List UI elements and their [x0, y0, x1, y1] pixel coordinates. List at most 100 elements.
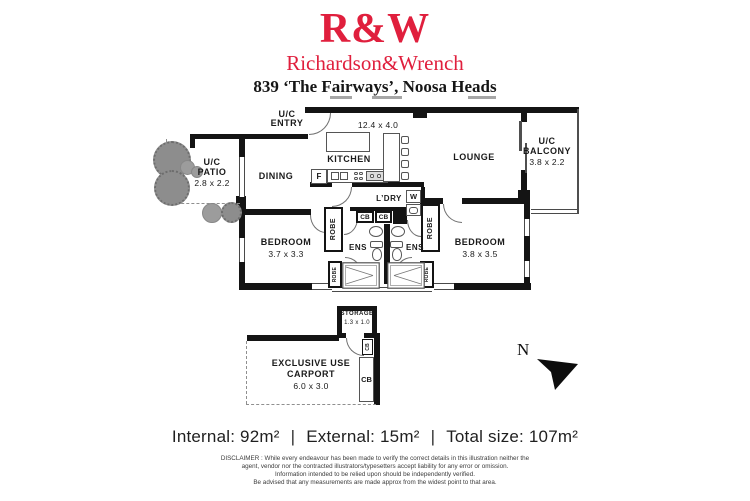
- rect: [345, 265, 377, 286]
- bedroom2-window-lower: [524, 261, 530, 277]
- sink-bowl: [340, 172, 348, 180]
- fridge: F: [311, 169, 327, 184]
- wall: [421, 187, 425, 206]
- stool: [401, 172, 409, 180]
- stool: [401, 136, 409, 144]
- dining-label: DINING: [258, 171, 294, 181]
- laundry-tub-bowl: [409, 206, 418, 214]
- polygon: [537, 359, 578, 390]
- wall: [393, 208, 407, 224]
- wall: [310, 182, 332, 187]
- bottom-window-left: [312, 283, 332, 290]
- rect: [342, 262, 380, 289]
- wall: [337, 333, 346, 338]
- wall: [524, 201, 530, 289]
- toilet-right: [390, 241, 403, 261]
- robe-label: ROBE: [332, 266, 338, 283]
- carport-boundary: [246, 402, 376, 405]
- north-arrow-icon: [537, 359, 578, 390]
- internal-area: Internal: 92m²: [171, 427, 280, 446]
- bedroom2-label: BEDROOM: [454, 237, 506, 247]
- dot: [359, 171, 363, 175]
- wall: [337, 306, 342, 338]
- stool: [401, 160, 409, 168]
- wall: [462, 198, 530, 204]
- robe-bedroom2: ROBE: [421, 204, 440, 252]
- balcony-label-2: BALCONY: [523, 146, 571, 156]
- line: [393, 266, 422, 276]
- balcony-edge: [577, 109, 579, 214]
- cupboard-label: CB: [364, 343, 371, 351]
- balcony-slider-pane: [524, 143, 527, 173]
- wall: [236, 196, 246, 212]
- breakfast-bar: [383, 133, 400, 182]
- wall: [372, 306, 377, 338]
- disclaimer-line: Information intended to be relied upon s…: [275, 471, 475, 478]
- wall: [454, 283, 531, 290]
- lounge-label: LOUNGE: [453, 152, 495, 162]
- robe-label: ROBE: [427, 216, 434, 240]
- patio-label-1: U/C: [203, 157, 221, 167]
- bowl: [371, 248, 382, 261]
- separator: |: [430, 427, 436, 446]
- entry-label-2: ENTRY: [270, 118, 304, 128]
- tree: [202, 203, 222, 223]
- wall: [521, 107, 527, 122]
- ensuite-left-label: ENS: [349, 243, 367, 252]
- wall: [413, 113, 427, 118]
- north-label: N: [517, 340, 530, 359]
- wall: [384, 224, 390, 284]
- bedroom1-window: [239, 238, 245, 262]
- patio-slider-window: [239, 157, 245, 197]
- cupboard-box: CB: [375, 211, 392, 223]
- bottom-window-right: [434, 283, 454, 290]
- wall: [239, 139, 245, 159]
- disclaimer-line: DISCLAIMER : While every endeavour has b…: [220, 455, 530, 462]
- entry-label-1: U/C: [278, 109, 296, 119]
- gdash: [330, 96, 352, 99]
- balcony-window: [531, 209, 577, 214]
- line: [345, 266, 374, 276]
- property-address: 839 ‘The Fairways’, Noosa Heads: [253, 77, 497, 96]
- dot: [370, 174, 374, 178]
- tank: [370, 241, 383, 248]
- carport-boundary: [246, 341, 249, 404]
- line: [345, 275, 374, 285]
- wall: [521, 170, 527, 198]
- wall: [420, 198, 443, 204]
- balcony-dimension: 3.8 x 2.2: [529, 157, 565, 167]
- cupboard-label: CB: [361, 375, 372, 384]
- bedroom2-window-upper: [524, 219, 530, 236]
- wall: [190, 134, 195, 148]
- shower-left: [342, 262, 380, 289]
- wall: [352, 182, 424, 187]
- rect: [390, 265, 422, 286]
- wall: [337, 306, 377, 311]
- carport-dimension: 6.0 x 3.0: [293, 381, 329, 391]
- disclaimer-line: agent, vendor nor the contracted illustr…: [241, 463, 509, 470]
- wall: [239, 283, 312, 290]
- ensuite-right-label: ENS: [406, 243, 424, 252]
- bedroom1-dimension: 3.7 x 3.3: [268, 249, 304, 259]
- wall: [374, 333, 380, 405]
- wall: [247, 335, 339, 341]
- toilet-left: [370, 241, 383, 261]
- gdash: [468, 96, 496, 99]
- wall: [190, 134, 308, 139]
- gdash: [372, 96, 402, 99]
- tree: [221, 202, 242, 223]
- stool: [401, 148, 409, 156]
- patio-dimension: 2.8 x 2.2: [194, 178, 230, 188]
- basin-left: [369, 226, 383, 237]
- agency-logo: R&W: [319, 6, 431, 52]
- tree: [191, 166, 203, 178]
- robe-label: ROBE: [330, 218, 337, 241]
- washer-label: W: [409, 192, 418, 201]
- wall: [518, 190, 530, 199]
- washer: W: [406, 190, 421, 203]
- area-summary: Internal: 92m²|External: 15m²|Total size…: [0, 427, 750, 447]
- bedroom2-dimension: 3.8 x 3.5: [462, 249, 498, 259]
- carport-cupboard-large: CB: [359, 357, 374, 402]
- rect: [387, 262, 425, 289]
